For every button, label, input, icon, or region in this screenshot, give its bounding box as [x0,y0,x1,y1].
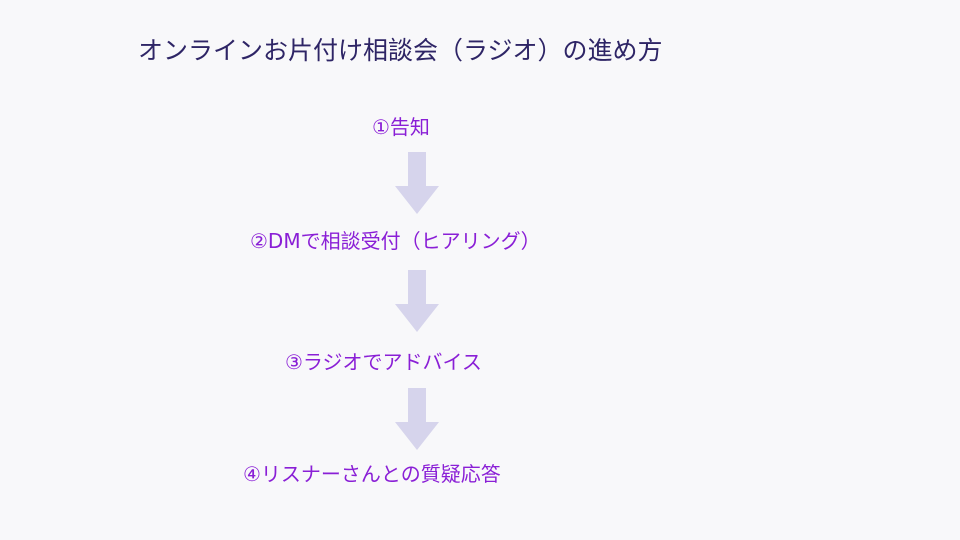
arrow-down-icon [395,270,439,332]
page-title: オンラインお片付け相談会（ラジオ）の進め方 [138,36,663,65]
step-2-label: ②DMで相談受付（ヒアリング） [250,229,541,253]
step-3-label: ③ラジオでアドバイス [285,350,482,374]
step-1-label: ①告知 [372,115,430,139]
arrow-down-icon [395,388,439,450]
arrow-down-icon [395,152,439,214]
step-4-label: ④リスナーさんとの質疑応答 [243,462,501,486]
